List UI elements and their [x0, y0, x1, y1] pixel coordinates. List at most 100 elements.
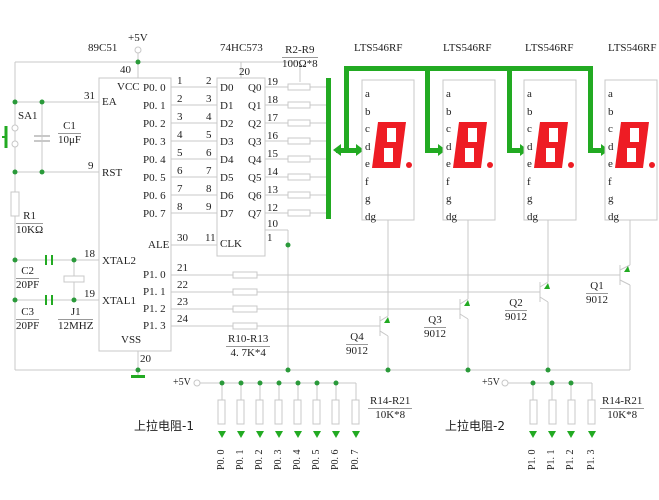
- d5-label: D5: [220, 172, 234, 184]
- seg-g: g: [365, 193, 371, 205]
- seg-dg: dg: [446, 210, 457, 223]
- q2-type: 9012: [505, 311, 527, 323]
- r10-r13-name: R10-R13: [226, 333, 271, 347]
- mcu-pin-ea: EA: [102, 96, 117, 108]
- pin-num: 8: [177, 201, 183, 213]
- pin-num: 14: [267, 166, 278, 178]
- q5-label: Q5: [248, 172, 262, 184]
- r14-r21-name: R14-R21: [368, 395, 413, 409]
- p1-1-label: P1. 1: [143, 286, 166, 298]
- pin-num: 12: [267, 202, 278, 214]
- pullup-out: P0. 0: [216, 449, 227, 470]
- mcu-body: [98, 77, 172, 352]
- ale-pin: 30: [177, 232, 188, 244]
- c2-label: C2 20PF: [16, 265, 40, 292]
- seg-g: g: [527, 193, 533, 205]
- q4-name: Q4: [346, 331, 368, 345]
- seg-e: e: [527, 158, 532, 170]
- display-4-name: LTS546RF: [608, 42, 657, 54]
- pullup1-supply: +5V: [173, 377, 191, 388]
- r10-r13-value: 4. 7K*4: [230, 347, 266, 359]
- pin-num: 13: [267, 184, 278, 196]
- pin-num: 17: [267, 112, 278, 124]
- q7-label: Q7: [248, 208, 262, 220]
- pin-num: 2: [177, 93, 183, 105]
- p0-2-label: P0. 2: [143, 118, 166, 130]
- pin-num: 21: [177, 262, 188, 274]
- display-3-name: LTS546RF: [525, 42, 574, 54]
- seg-b: b: [365, 105, 371, 118]
- r14-r21-value: 10K*8: [375, 409, 406, 421]
- r14-r21-label-1: R14-R21 10K*8: [368, 395, 413, 422]
- p0-7-label: P0. 7: [143, 208, 166, 220]
- seg-d: d: [608, 140, 614, 153]
- pin-num: 3: [177, 111, 183, 123]
- display-1-name: LTS546RF: [354, 42, 403, 54]
- pin-num: 1: [177, 75, 183, 87]
- pin-num: 3: [206, 93, 212, 105]
- vcc-label: +5V: [128, 32, 148, 44]
- pullup1-title: 上拉电阻-1: [134, 419, 194, 433]
- seg-a: a: [365, 88, 370, 100]
- p1-3-label: P1. 3: [143, 320, 166, 332]
- seg-c: c: [365, 123, 370, 135]
- mcu-pin-xtal1: XTAL1: [102, 295, 136, 307]
- q6-label: Q6: [248, 190, 262, 202]
- digit-1: [372, 122, 412, 168]
- pin-num: 24: [177, 313, 188, 325]
- c1-name: C1: [58, 120, 82, 134]
- q1-name: Q1: [586, 280, 608, 294]
- c3-label: C3 20PF: [16, 306, 40, 333]
- d2-label: D2: [220, 118, 234, 130]
- digit-4: [615, 122, 655, 168]
- seg-b: b: [527, 105, 533, 118]
- pullup-out: P0. 6: [330, 449, 341, 470]
- r14-r21-name: R14-R21: [600, 395, 645, 409]
- r2-r9-label: R2-R9 100Ω*8: [282, 44, 318, 71]
- seg-d: d: [365, 140, 371, 153]
- pin-num: 6: [177, 165, 183, 177]
- mcu-pin-xtal2: XTAL2: [102, 255, 136, 267]
- c1-value: 10μF: [58, 134, 82, 146]
- mcu-pin-vss: VSS: [121, 334, 142, 346]
- q1-label: Q1 9012: [586, 280, 608, 307]
- crystal-label: J1 12MHZ: [58, 306, 94, 333]
- pin-num: 23: [177, 296, 188, 308]
- pin-num: 6: [206, 147, 212, 159]
- q1-label: Q1: [248, 100, 262, 112]
- sa1-label: SA1: [18, 110, 38, 122]
- pin-num: 7: [206, 165, 212, 177]
- c2-name: C2: [16, 265, 40, 279]
- clk-pin: 11: [205, 232, 216, 244]
- seg-f: f: [527, 175, 531, 188]
- seg-c: c: [608, 123, 613, 135]
- q3-name: Q3: [424, 314, 446, 328]
- pin-num: 4: [177, 129, 183, 141]
- latch-pin-20: 20: [239, 66, 250, 78]
- seg-c: c: [446, 123, 451, 135]
- q4-type: 9012: [346, 345, 368, 357]
- pin-num: 7: [177, 183, 183, 195]
- mcu-pin-19: 19: [84, 288, 95, 300]
- q3-label: Q3: [248, 136, 262, 148]
- pin-num: 15: [267, 148, 278, 160]
- ale-label: ALE: [148, 239, 170, 251]
- seg-a: a: [446, 88, 451, 100]
- latch-pin-10: 10: [267, 218, 278, 230]
- seg-a: a: [527, 88, 532, 100]
- p1-0-label: P1. 0: [143, 269, 166, 281]
- seg-f: f: [446, 175, 450, 188]
- c1-label: C1 10μF: [58, 120, 82, 147]
- d7-label: D7: [220, 208, 234, 220]
- seg-d: d: [446, 140, 452, 153]
- seg-c: c: [527, 123, 532, 135]
- clk-label: CLK: [220, 238, 242, 250]
- seg-e: e: [446, 158, 451, 170]
- seg-dg: dg: [608, 210, 619, 223]
- pin-num: 5: [206, 129, 212, 141]
- pullup-out: P0. 2: [254, 449, 265, 470]
